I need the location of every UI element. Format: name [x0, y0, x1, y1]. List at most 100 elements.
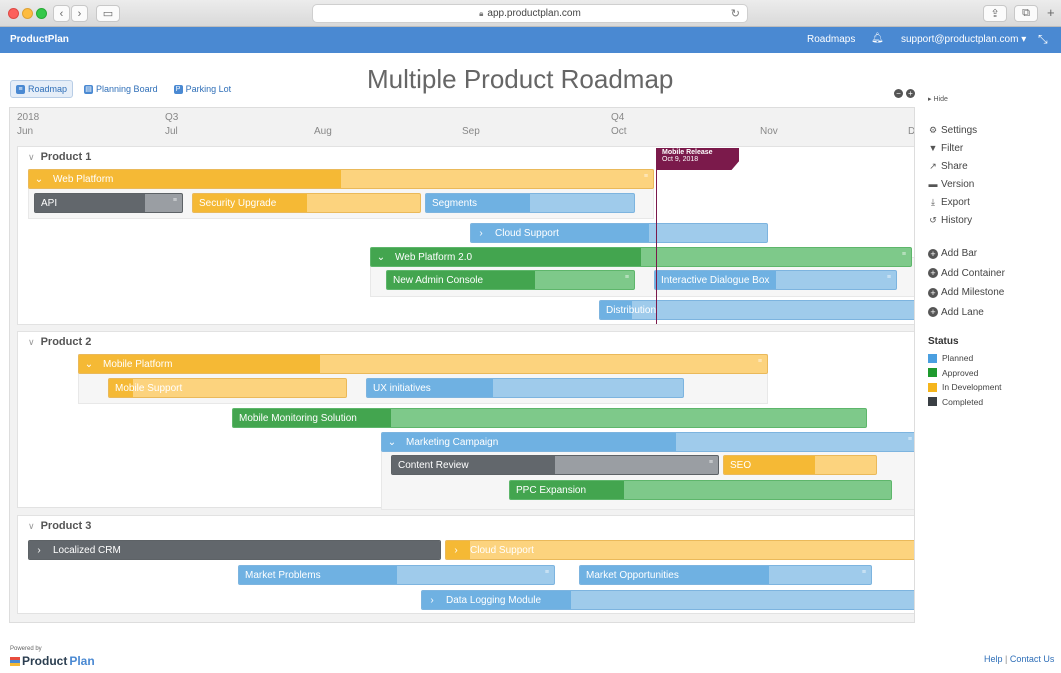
grip-icon[interactable]: ≡ [901, 251, 906, 258]
browser-toolbar: ‹ › ▭ 🔒︎ app.productplan.com ↻ ⇪ ⧉ + [0, 0, 1061, 27]
tab-roadmap[interactable]: ≡Roadmap [10, 80, 74, 98]
help-link[interactable]: Help [984, 654, 1003, 664]
history-button[interactable]: ↺History [928, 211, 1053, 229]
month-tick: Jul [165, 126, 178, 137]
footer-links: Help | Contact Us [984, 654, 1054, 664]
quarter-tick: Q3 [165, 112, 179, 123]
grip-icon[interactable]: ≡ [886, 274, 891, 281]
board-icon: ▤ [84, 84, 94, 94]
contact-link[interactable]: Contact Us [1009, 654, 1055, 664]
page-title: Multiple Product Roadmap [367, 64, 674, 94]
grip-icon[interactable]: ≡ [757, 358, 762, 365]
bar-segments[interactable]: Segments [425, 193, 635, 213]
bar-api[interactable]: API≡ [34, 193, 183, 213]
chevron-right-icon[interactable]: › [37, 544, 41, 556]
zoom-window-button[interactable] [36, 8, 47, 19]
forward-icon[interactable]: › [71, 5, 88, 22]
grip-icon[interactable]: ≡ [907, 436, 912, 443]
export-button[interactable]: ⤓Export [928, 193, 1053, 211]
zoom-out-icon[interactable]: − [894, 89, 903, 98]
bar-localized-crm[interactable]: ›Localized CRM [28, 540, 441, 560]
bar-marketing-campaign[interactable]: ⌄Marketing Campaign≡ [381, 432, 914, 452]
plus-circle-icon: + [928, 248, 938, 259]
bar-ux-initiatives[interactable]: UX initiatives [366, 378, 684, 398]
milestone-date: Oct 9, 2018 [662, 156, 699, 163]
grip-icon[interactable]: ≡ [643, 173, 648, 180]
grip-icon[interactable]: ≡ [172, 197, 177, 204]
add-milestone-button[interactable]: +Add Milestone [928, 283, 1053, 303]
minimize-window-button[interactable] [22, 8, 33, 19]
hide-panel-button[interactable]: ▸ Hide [928, 95, 1053, 103]
chevron-right-icon[interactable]: › [430, 594, 434, 606]
bar-content-review[interactable]: Content Review≡ [391, 455, 719, 475]
add-bar-button[interactable]: +Add Bar [928, 244, 1053, 264]
chevron-down-icon[interactable]: ⌄ [376, 251, 386, 263]
grip-icon[interactable]: ≡ [544, 569, 549, 576]
add-container-button[interactable]: +Add Container [928, 264, 1053, 284]
grip-icon[interactable]: ≡ [624, 274, 629, 281]
bar-web-platform[interactable]: ⌄Web Platform≡ [28, 169, 654, 189]
address-bar[interactable]: 🔒︎ app.productplan.com ↻ [312, 4, 748, 23]
user-menu[interactable]: support@productplan.com ▾ [901, 34, 1026, 45]
powered-by: Powered by [10, 646, 42, 652]
history-icon: ↺ [929, 214, 937, 225]
back-icon[interactable]: ‹ [53, 5, 70, 22]
bar-ppc-expansion[interactable]: PPC Expansion [509, 480, 892, 500]
bar-cloud-support-p3[interactable]: ›Cloud Support [445, 540, 914, 560]
add-lane-button[interactable]: +Add Lane [928, 303, 1053, 323]
grip-icon[interactable]: ≡ [708, 459, 713, 466]
settings-button[interactable]: ⚙Settings [928, 121, 1053, 139]
brand-logo[interactable]: ProductPlan [10, 34, 69, 45]
bar-seo[interactable]: SEO [723, 455, 877, 475]
bar-interactive-dialogue-box[interactable]: Interactive Dialogue Box≡ [654, 270, 897, 290]
bar-mobile-platform[interactable]: ⌄Mobile Platform≡ [78, 354, 768, 374]
lane-title[interactable]: ∨Product 1 [28, 151, 91, 163]
bar-distribution[interactable]: Distribution [599, 300, 914, 320]
roadmaps-link[interactable]: Roadmaps [807, 34, 856, 45]
grip-icon[interactable]: ≡ [861, 569, 866, 576]
zoom-in-icon[interactable]: + [906, 89, 915, 98]
tab-planning-board[interactable]: ▤Planning Board [79, 80, 163, 98]
menu-label: Filter [941, 142, 964, 154]
gear-icon: ⚙ [928, 124, 938, 135]
bell-icon[interactable]: 🔔︎ [871, 33, 884, 44]
bar-mobile-support[interactable]: Mobile Support [108, 378, 347, 398]
bar-data-logging-module[interactable]: ›Data Logging Module [421, 590, 914, 610]
bar-web-platform-2[interactable]: ⌄Web Platform 2.0≡ [370, 247, 912, 267]
tabs-overview-icon[interactable]: ⧉ [1014, 5, 1038, 22]
url-text: app.productplan.com [487, 8, 581, 19]
legend-label: In Development [942, 382, 1002, 393]
chevron-down-icon[interactable]: ⌄ [84, 358, 94, 370]
reload-icon[interactable]: ↻ [730, 8, 740, 20]
bar-cloud-support[interactable]: ›Cloud Support [470, 223, 768, 243]
chevron-down-icon[interactable]: ⌄ [387, 436, 397, 448]
lane-title[interactable]: ∨Product 2 [28, 336, 91, 348]
filter-icon: ▼ [928, 143, 938, 153]
bar-security-upgrade[interactable]: Security Upgrade [192, 193, 421, 213]
legend-item-planned: Planned [928, 351, 1053, 366]
bar-new-admin-console[interactable]: New Admin Console≡ [386, 270, 635, 290]
chevron-right-icon[interactable]: › [479, 227, 483, 239]
milestone-mobile-release[interactable]: Mobile Release Oct 9, 2018 [656, 148, 739, 170]
filter-button[interactable]: ▼Filter [928, 139, 1053, 157]
sidebar-toggle-icon[interactable]: ▭ [96, 5, 120, 22]
chevron-down-icon: ∨ [28, 520, 35, 531]
bar-market-problems[interactable]: Market Problems≡ [238, 565, 555, 585]
month-tick: Aug [314, 126, 332, 137]
chevron-right-icon[interactable]: › [454, 544, 458, 556]
menu-label: Version [941, 178, 975, 190]
new-tab-icon[interactable]: + [1047, 5, 1055, 20]
close-window-button[interactable] [8, 8, 19, 19]
bar-market-opportunities[interactable]: Market Opportunities≡ [579, 565, 872, 585]
collapse-icon[interactable]: ⤡ [1038, 32, 1048, 46]
share-browser-icon[interactable]: ⇪ [983, 5, 1007, 22]
share-button[interactable]: ↗Share [928, 157, 1053, 175]
menu-label: Share [941, 160, 968, 172]
add-label: Add Container [941, 267, 1005, 279]
lane-title[interactable]: ∨Product 3 [28, 520, 91, 532]
bar-mobile-monitoring-solution[interactable]: Mobile Monitoring Solution [232, 408, 867, 428]
version-button[interactable]: ▬Version [928, 175, 1053, 193]
chevron-down-icon[interactable]: ⌄ [34, 173, 44, 185]
